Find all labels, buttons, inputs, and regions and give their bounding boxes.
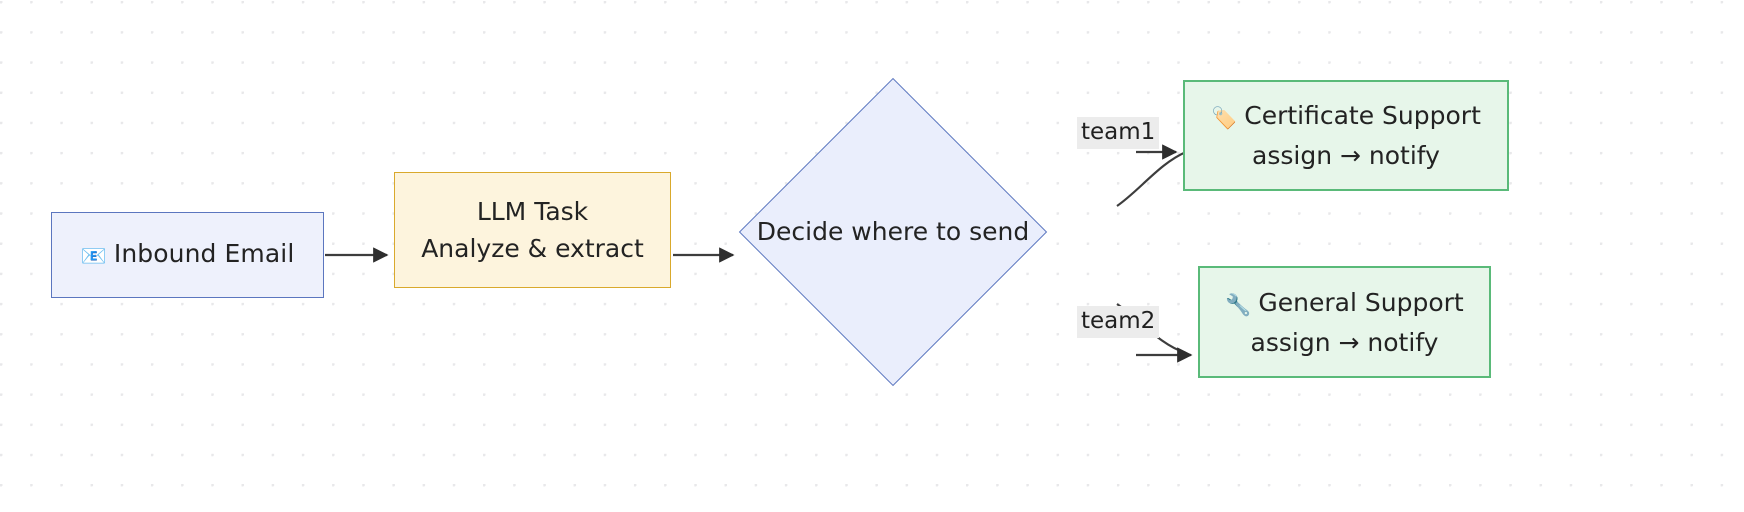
node-certificate-support[interactable]: 🏷️Certificate Support assign → notify: [1183, 80, 1509, 191]
edge-decision-to-certificate-support: [1116, 150, 1187, 207]
node-certificate-support-subtitle: assign → notify: [1252, 141, 1440, 170]
node-certificate-support-text: Certificate Support: [1244, 101, 1481, 130]
node-inbound-email[interactable]: 📧Inbound Email: [51, 212, 324, 298]
email-icon: 📧: [80, 244, 107, 268]
node-decide-where-to-send-label: Decide where to send: [756, 217, 1030, 246]
node-general-support-text: General Support: [1258, 287, 1464, 317]
node-llm-task-subtitle: Analyze & extract: [421, 234, 644, 263]
node-general-support[interactable]: 🔧General Support assign → notify: [1198, 266, 1491, 378]
node-llm-task-title: LLM Task: [476, 197, 589, 226]
node-general-support-title: 🔧General Support: [1225, 284, 1463, 324]
node-llm-task[interactable]: LLM Task Analyze & extract: [394, 172, 671, 288]
wrench-icon: 🔧: [1225, 292, 1252, 317]
tag-icon: 🏷️: [1211, 106, 1238, 130]
node-inbound-email-text: Inbound Email: [113, 239, 295, 268]
node-certificate-support-title: 🏷️Certificate Support: [1211, 97, 1481, 137]
node-inbound-email-label: 📧Inbound Email: [81, 239, 295, 271]
node-decide-where-to-send[interactable]: Decide where to send: [738, 77, 1048, 387]
edge-label-team1: team1: [1077, 117, 1160, 149]
edge-label-team2: team2: [1077, 306, 1160, 338]
node-general-support-subtitle: assign → notify: [1250, 327, 1439, 357]
